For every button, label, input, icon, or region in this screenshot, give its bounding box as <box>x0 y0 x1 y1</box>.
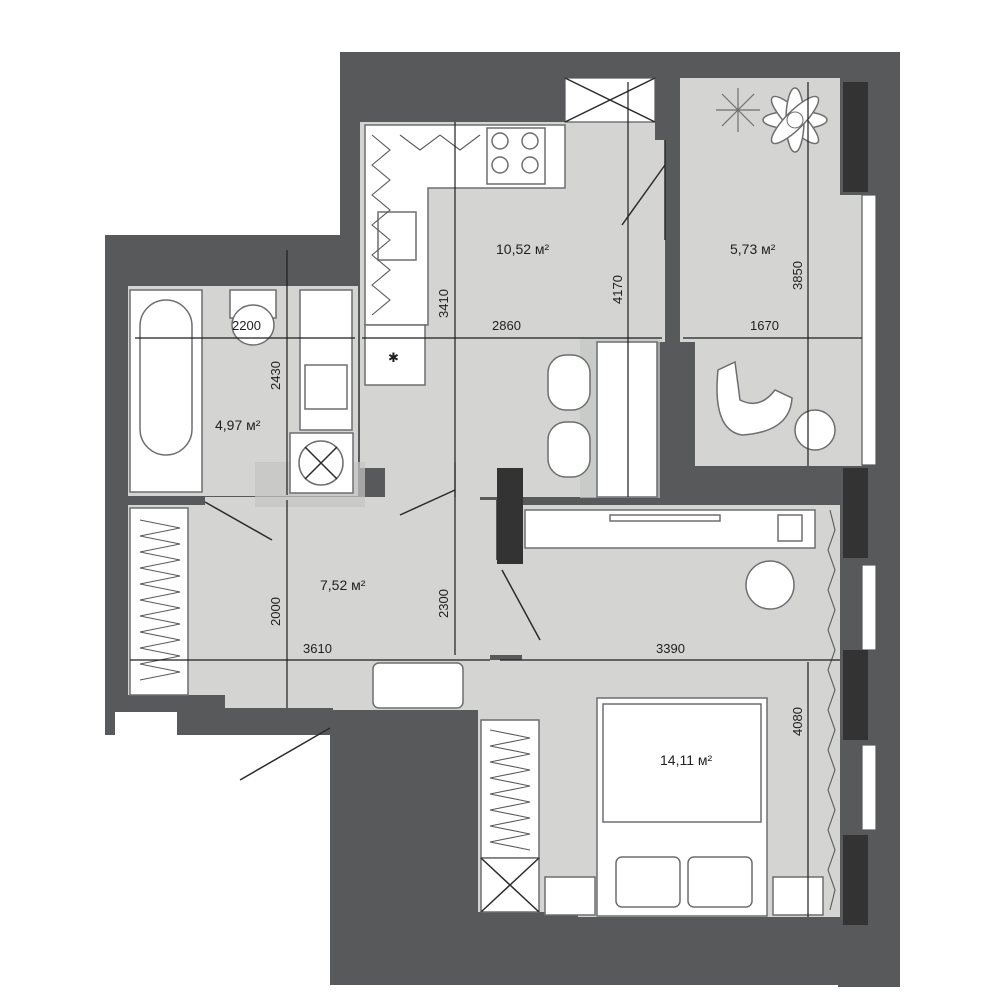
dining-table <box>547 341 658 498</box>
kitchen-area-label: 10,52 м² <box>496 241 550 257</box>
dim-bath-length: 2430 <box>268 361 283 390</box>
dim-balcony-width: 1670 <box>750 318 779 333</box>
dim-kitchen-depth: 4170 <box>610 275 625 304</box>
desk <box>524 509 816 610</box>
dim-kitchen-width: 2860 <box>492 318 521 333</box>
dimension-lines <box>130 82 862 917</box>
bath-vanity <box>299 289 353 431</box>
room-areas: 10,52 м² 5,73 м² 4,97 м² 7,52 м² 14,11 м… <box>215 241 776 768</box>
dim-bath-width: 2200 <box>232 318 261 333</box>
entry-door <box>115 712 331 781</box>
dim-kitchen-length: 3410 <box>436 289 451 318</box>
bathroom-area-label: 4,97 м² <box>215 417 261 433</box>
washer-icon <box>289 432 354 494</box>
hall-doors <box>399 489 541 641</box>
toilet-icon <box>229 289 277 346</box>
dim-hall-width: 3610 <box>303 641 332 656</box>
chair-icon <box>547 421 591 478</box>
bathroom-door <box>204 501 273 541</box>
plant-icon <box>716 87 828 153</box>
balcony-area-label: 5,73 м² <box>730 241 776 257</box>
kitchen-door <box>621 140 666 240</box>
nightstand <box>772 876 824 916</box>
dim-balcony-length: 3850 <box>790 261 805 290</box>
bed-icon <box>596 697 768 917</box>
svg-text:✱: ✱ <box>388 350 399 365</box>
dimension-labels: 2200 2430 3410 2860 4170 1670 3850 2000 … <box>232 261 805 736</box>
bathtub-icon <box>129 289 203 493</box>
bedroom-area-label: 14,11 м² <box>660 752 713 768</box>
chair-icon <box>547 354 591 411</box>
dim-bedroom-length: 4080 <box>790 707 805 736</box>
hall-bench <box>372 662 464 709</box>
kitchen-counter: ✱ <box>364 124 566 386</box>
nightstand <box>544 876 596 916</box>
sink-icon <box>377 211 417 261</box>
armchair-icon <box>716 360 836 451</box>
windows <box>497 77 877 925</box>
curtain <box>827 509 836 911</box>
dim-bedroom-width: 3390 <box>656 641 685 656</box>
hall-wardrobe <box>129 507 189 696</box>
hall-area-label: 7,52 м² <box>320 577 366 593</box>
bedroom-wardrobe <box>480 719 540 913</box>
dim-hall-length: 2000 <box>268 597 283 626</box>
chair-icon <box>745 560 795 610</box>
dim-hall-height: 2300 <box>436 589 451 618</box>
hall-floor <box>128 470 525 710</box>
sink-icon <box>304 364 348 410</box>
